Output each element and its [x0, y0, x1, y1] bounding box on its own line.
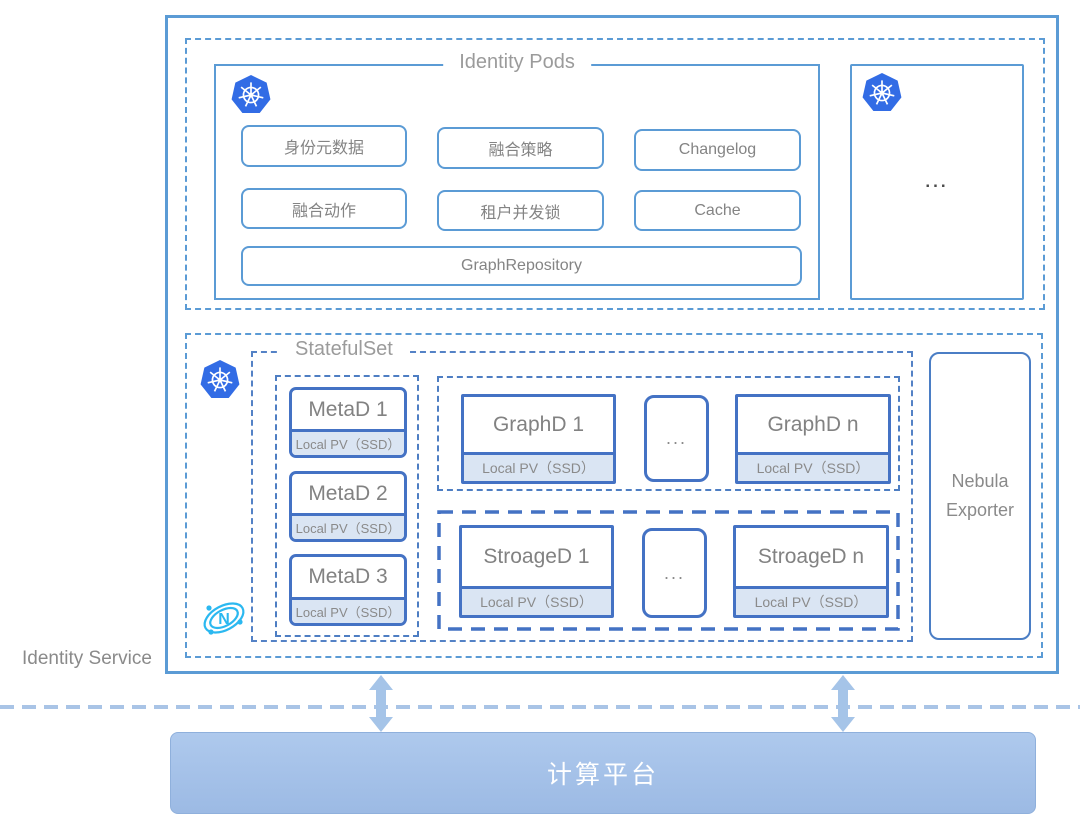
metad-group: MetaD 1 Local PV（SSD） MetaD 2 Local PV（S… [275, 375, 419, 637]
module-identity-metadata: 身份元数据 [241, 125, 407, 167]
nebula-exporter-label: Nebula Exporter [945, 471, 1015, 520]
identity-pods-title: Identity Pods [443, 51, 591, 74]
graphd-ellipsis-box: ... [644, 395, 709, 482]
module-graph-repository: GraphRepository [241, 246, 802, 286]
graphd-n-node: GraphD n Local PV（SSD） [735, 394, 891, 484]
identity-pods-box: Identity Pods 身份元数据 [214, 51, 820, 300]
boundary-dashed-line [0, 705, 1080, 709]
metad-2-node: MetaD 2 Local PV（SSD） [289, 471, 407, 542]
storaged-1-node: StroageD 1 Local PV（SSD） [459, 525, 614, 618]
storaged-n-node: StroageD n Local PV（SSD） [733, 525, 889, 618]
local-pv-label: Local PV（SSD） [292, 597, 404, 623]
module-cache: Cache [634, 190, 801, 231]
local-pv-label: Local PV（SSD） [462, 586, 611, 615]
double-arrow-icon [369, 675, 393, 732]
graphd-1-node: GraphD 1 Local PV（SSD） [461, 394, 616, 484]
kubernetes-icon [231, 75, 271, 113]
module-tenant-lock: 租户并发锁 [437, 190, 604, 231]
module-changelog: Changelog [634, 129, 801, 171]
node-name: GraphD n [767, 412, 859, 436]
statefulset-section: N StatefulSet MetaD 1 Local PV（SSD） Meta… [185, 333, 1043, 658]
compute-platform-box: 计算平台 [170, 732, 1036, 814]
local-pv-label: Local PV（SSD） [736, 586, 886, 615]
storaged-group: StroageD 1 Local PV（SSD） ... StroageD n … [437, 510, 900, 631]
nebula-graph-icon: N [203, 602, 245, 635]
storaged-group-border [437, 510, 900, 631]
local-pv-label: Local PV（SSD） [738, 452, 888, 481]
graphd-group: GraphD 1 Local PV（SSD） ... GraphD n Loca… [437, 376, 900, 491]
node-name: GraphD 1 [492, 412, 585, 436]
identity-pods-section: Identity Pods 身份元数据 [185, 38, 1045, 310]
metad-3-node: MetaD 3 Local PV（SSD） [289, 554, 407, 626]
statefulset-box: StatefulSet MetaD 1 Local PV（SSD） MetaD … [251, 338, 913, 642]
node-name: MetaD 3 [308, 565, 388, 588]
nebula-exporter-box: Nebula Exporter [929, 352, 1031, 640]
svg-text:N: N [218, 611, 230, 628]
identity-service-box: Identity Pods 身份元数据 [165, 15, 1059, 674]
node-name: StroageD n [757, 545, 865, 568]
local-pv-label: Local PV（SSD） [292, 429, 404, 455]
more-pods-box: ... [850, 64, 1024, 300]
local-pv-label: Local PV（SSD） [292, 513, 404, 539]
module-fusion-action: 融合动作 [241, 188, 407, 229]
local-pv-label: Local PV（SSD） [464, 452, 613, 481]
module-fusion-strategy: 融合策略 [437, 127, 604, 169]
compute-platform-label: 计算平台 [546, 761, 659, 789]
kubernetes-icon [200, 360, 240, 398]
more-pods-ellipsis: ... [925, 172, 949, 191]
metad-1-node: MetaD 1 Local PV（SSD） [289, 387, 407, 458]
double-arrow-icon [831, 675, 855, 732]
node-name: StroageD 1 [483, 545, 590, 568]
kubernetes-icon [862, 73, 902, 111]
statefulset-title: StatefulSet [279, 338, 409, 361]
node-name: MetaD 1 [308, 397, 388, 421]
storaged-ellipsis-box: ... [642, 528, 707, 618]
node-name: MetaD 2 [308, 481, 388, 505]
identity-service-label: Identity Service [22, 648, 152, 669]
